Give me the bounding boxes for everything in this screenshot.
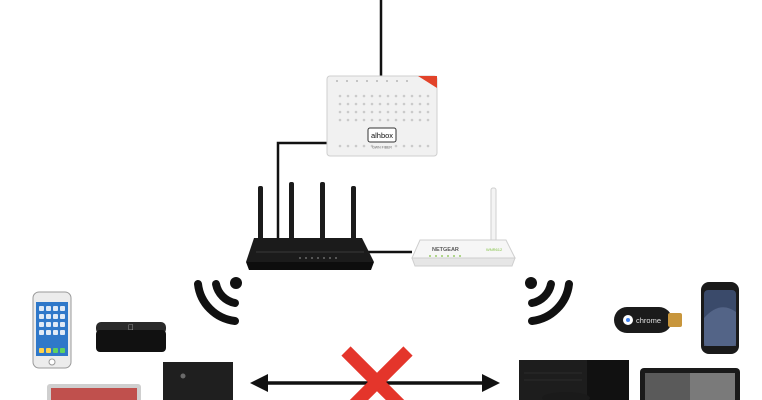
secondary-router: NETGEAR WNR612 — [411, 187, 516, 267]
modem-to-router-cable — [276, 141, 328, 240]
laptop-icon — [47, 384, 141, 400]
netgear-model-label: WNR612 — [486, 247, 503, 252]
router-antenna — [258, 186, 263, 242]
modem: alhbox GWN FIBER — [326, 75, 438, 157]
smartphone-icon — [701, 282, 739, 354]
router-antenna — [351, 186, 356, 242]
modem-vent-grid — [338, 94, 430, 148]
router-antenna — [289, 182, 294, 242]
router-antenna — [320, 182, 325, 242]
wifi-signal-icon — [525, 277, 573, 325]
main-router — [246, 182, 374, 270]
modem-model-label: GWN FIBER — [372, 146, 392, 150]
arrow-left-icon — [250, 374, 268, 392]
tablet-icon — [640, 368, 740, 400]
smartphone-icon — [32, 291, 72, 369]
chromecast-icon: chrome — [614, 307, 682, 333]
game-console-icon — [519, 360, 629, 400]
arrow-right-icon — [482, 374, 500, 392]
streaming-box-icon:  — [96, 322, 166, 352]
apple-logo-icon:  — [128, 323, 134, 332]
set-top-box-icon — [163, 362, 233, 400]
router-antenna — [490, 187, 497, 245]
modem-brand-label: alhbox — [371, 131, 393, 140]
modem-logo-badge — [367, 127, 397, 143]
chromecast-label: chrome — [636, 316, 661, 325]
wifi-signal-icon — [194, 277, 242, 325]
blocked-cross-icon — [341, 346, 413, 400]
netgear-brand-label: NETGEAR — [432, 247, 459, 253]
